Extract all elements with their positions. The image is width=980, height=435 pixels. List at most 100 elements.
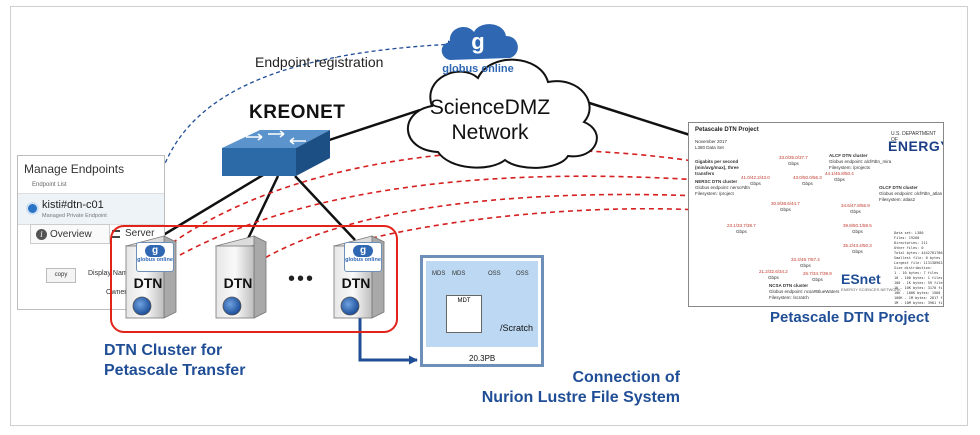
more-servers-ellipsis: ••• [288, 268, 316, 290]
node-name: NCSA DTN cluster [769, 283, 809, 288]
info-icon: i [36, 229, 47, 240]
lustre-caption: Connection of Nurion Lustre File System [420, 368, 680, 408]
rate-unit: Gbps [800, 263, 811, 268]
rate-unit: Gbps [852, 249, 863, 254]
transfer-arrow-2 [179, 175, 701, 256]
rate-unit: Gbps [788, 161, 799, 166]
dtn-cluster-caption-line2: Petascale Transfer [104, 362, 246, 379]
endpoint-name: kisti#dtn-c01 [42, 199, 104, 211]
node-name: ALCF DTN cluster [829, 153, 868, 158]
kreonet-logo: KREONET [249, 102, 346, 123]
globus-badge-icon: g [353, 245, 373, 257]
dtn-cluster-caption-line1: DTN Cluster for [104, 342, 223, 359]
note-line-2: L380 Data Set [695, 145, 724, 150]
node-desc: Filesystem: /project [695, 191, 734, 196]
dtn-cluster-box [110, 225, 398, 333]
scratch-label: /Scratch [500, 323, 534, 333]
rate-unit: Gbps [750, 181, 761, 186]
petascale-panel: Petascale DTN Project November 2017 L380… [688, 122, 944, 307]
kreonet-switch-icon [222, 130, 330, 176]
mds-label-2: MDS [452, 271, 466, 277]
legend-line: 1M - 10M bytes: 3901 files [894, 301, 944, 305]
transfer-arrows [164, 149, 701, 263]
switch-to-dtn2-link [243, 175, 280, 246]
note-line-1: November 2017 [695, 139, 728, 144]
legend-line: Size distribution: [894, 266, 932, 270]
rate-value: 33.0/35.0/37.7 [779, 155, 808, 160]
rate-value: 39.8/50.1/59.5 [843, 223, 872, 228]
note2-line-2: (min/avg/max), three [695, 165, 739, 170]
legend-line: Smallest file: 0 bytes (0 bytes) [894, 256, 943, 260]
legend-line: 1K - 10K bytes: 3170 files [894, 286, 944, 290]
rate-unit: Gbps [780, 207, 791, 212]
legend-line: 100 - 1K bytes: 59 files [894, 281, 944, 285]
mdt-box: MDT [446, 295, 482, 333]
rate-unit: Gbps [812, 277, 823, 282]
svg-text:g: g [471, 29, 484, 54]
endpoint-registration-label: Endpoint registration [255, 54, 384, 70]
tab-server-label: Server [125, 228, 155, 239]
globus-badge-label: globus online [345, 257, 381, 263]
display-name-label: Display Name [88, 270, 132, 277]
petascale-panel-title: Petascale DTN Project [695, 127, 759, 133]
legend-line: Largest file: 11313896248 (11G bytes) [894, 261, 943, 265]
node-desc: Globus endpoint: nersc#dtn [695, 185, 751, 190]
rate-unit: Gbps [802, 181, 813, 186]
legend-line: 10 - 100 bytes: 1 files [894, 276, 943, 280]
rate-unit: Gbps [834, 177, 845, 182]
dtn-cluster-caption: DTN Cluster for Petascale Transfer [104, 341, 245, 381]
legend-line: Other files: 0 [894, 246, 924, 250]
rate-value: 35.2/43.4/50.3 [843, 243, 872, 248]
lustre-caption-line1: Connection of [572, 369, 680, 386]
rate-value: 21.2/32.6/34.2 [759, 269, 788, 274]
legend-line: Directories: 211 [894, 241, 928, 245]
rate-unit: Gbps [736, 229, 747, 234]
petascale-caption: Petascale DTN Project [770, 309, 930, 326]
node-desc: Filesystem: /scratch [769, 295, 809, 300]
switch-to-dtn1-link [149, 170, 269, 245]
legend-line: 10M - 100M bytes: 3800 files [894, 306, 940, 307]
rate-value: 23.1/33.7/39.7 [727, 223, 756, 228]
node-desc: Filesystem: /projects [829, 165, 871, 170]
sciencedmz-cloud-icon: g [406, 24, 598, 169]
transfer-arrow-3 [257, 191, 701, 263]
endpoint-radio-icon[interactable] [26, 202, 39, 215]
dtn-server-label: DTN [133, 275, 163, 291]
rate-value: 43.0/50.0/56.3 [793, 175, 822, 180]
cloud-line1: ScienceDMZ [429, 96, 551, 119]
network-links [149, 98, 691, 246]
rate-value: 34.6/47.8/56.9 [841, 203, 870, 208]
globus-badge-icon: g [145, 245, 165, 257]
legend-line: 1 - 10 bytes: 7 files [894, 271, 939, 275]
doe-energy-label: ENERGY [888, 138, 944, 154]
endpoint-subtitle: Managed Private Endpoint [42, 213, 107, 219]
endpoint-row[interactable]: kisti#dtn-c01 Managed Private Endpoint [18, 193, 164, 225]
tab-overview-label: Overview [50, 229, 92, 240]
tab-overview[interactable]: i Overview [30, 224, 110, 244]
manage-endpoints-title: Manage Endpoints [24, 162, 125, 176]
rate-unit: Gbps [768, 275, 779, 280]
transfer-arrow-4 [371, 205, 701, 239]
mds-label-1: MDS [432, 271, 446, 277]
doe-line1: U.S. DEPARTMENT OF [891, 131, 937, 143]
copy-button[interactable]: copy [46, 268, 76, 283]
esnet-label: ESnet [841, 271, 881, 287]
rate-value: 33.4/49.7/57.4 [791, 257, 820, 262]
lustre-capacity: 20.3PB [469, 354, 496, 363]
node-name: NERSC DTN cluster [695, 179, 738, 184]
node-desc: Globus endpoint: alcf#dtn_mira [829, 159, 892, 164]
lustre-storage-area: MDS MDS OSS OSS MDT [426, 261, 538, 347]
